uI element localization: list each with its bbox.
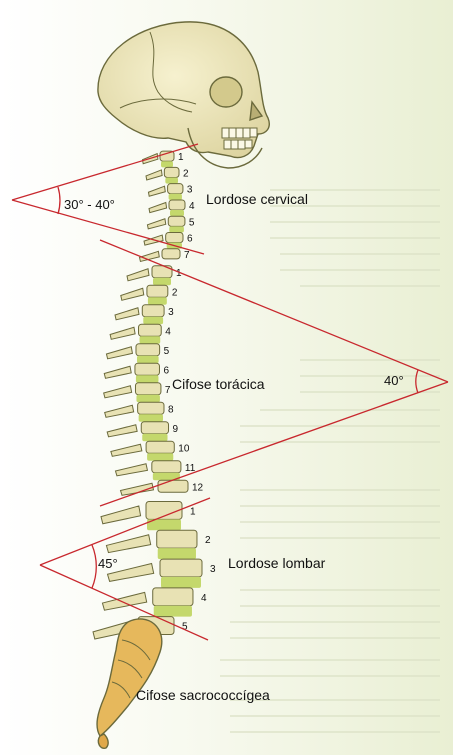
lumbar-vertebral-body-3 [160, 559, 202, 577]
thoracic-disc-8 [139, 414, 163, 421]
thoracic-vertebral-body-12 [158, 480, 188, 492]
thoracic-vertebra-number: 8 [168, 404, 174, 415]
cervical-vertebra-number: 4 [189, 201, 195, 212]
lumbar-region-label: Lordose lombar [228, 555, 326, 571]
thoracic-vertebral-body-4 [139, 324, 162, 336]
orbit [210, 77, 242, 107]
lumbar-disc-2 [158, 548, 196, 559]
thoracic-angle-label: 40° [384, 373, 404, 388]
thoracic-vertebral-body-9 [141, 422, 168, 434]
thoracic-vertebra-number: 4 [165, 326, 171, 337]
lumbar-vertebral-body-4 [153, 588, 193, 606]
thoracic-disc-10 [147, 453, 173, 460]
lumbar-vertebral-body-2 [157, 530, 197, 548]
cervical-vertebral-body-1 [160, 151, 174, 161]
thoracic-vertebral-body-5 [136, 344, 160, 356]
thoracic-disc-6 [136, 375, 159, 382]
cervical-vertebral-body-5 [168, 216, 185, 226]
cervical-vertebral-body-7 [162, 249, 180, 259]
thoracic-region-label: Cifose torácica [172, 376, 265, 392]
thoracic-vertebral-body-3 [142, 305, 164, 317]
cervical-vertebral-body-4 [169, 200, 185, 210]
thoracic-vertebra-number: 5 [164, 346, 170, 357]
cervical-vertebra-number: 2 [183, 168, 189, 179]
cervical-disc-2 [165, 177, 178, 183]
thoracic-vertebral-body-7 [135, 383, 160, 395]
cervical-vertebra-number: 6 [187, 234, 193, 245]
thoracic-vertebral-body-2 [147, 285, 168, 297]
cervical-vertebral-body-6 [166, 233, 183, 243]
lumbar-vertebra-number: 2 [205, 535, 211, 546]
lumbar-angle-label: 45° [98, 556, 118, 571]
thoracic-vertebra-number: 2 [172, 287, 178, 298]
lumbar-vertebra-number: 1 [190, 506, 196, 517]
thoracic-vertebra-number: 10 [178, 443, 190, 454]
lumbar-disc-3 [161, 577, 201, 588]
thoracic-disc-4 [140, 336, 161, 343]
sacral-region-label: Cifose sacrococcígea [136, 687, 270, 703]
cervical-vertebral-body-3 [168, 184, 183, 194]
cervical-region-label: Lordose cervical [206, 191, 308, 207]
lumbar-disc-4 [154, 606, 192, 617]
thoracic-vertebra-number: 3 [168, 307, 174, 318]
thoracic-disc-9 [142, 434, 167, 441]
thoracic-vertebra-number: 12 [192, 482, 204, 493]
lumbar-vertebra-number: 3 [210, 564, 216, 575]
thoracic-vertebra-number: 9 [173, 424, 179, 435]
thoracic-disc-7 [136, 395, 159, 402]
thoracic-disc-5 [137, 356, 159, 363]
cervical-vertebra-number: 1 [178, 152, 184, 163]
cervical-disc-1 [161, 161, 173, 167]
thoracic-disc-1 [153, 278, 171, 285]
thoracic-vertebral-body-8 [138, 402, 164, 414]
lumbar-vertebra-number: 4 [201, 593, 207, 604]
cervical-disc-3 [169, 194, 182, 200]
cervical-disc-5 [169, 226, 184, 232]
cervical-vertebra-number: 7 [184, 250, 190, 261]
thoracic-vertebral-body-10 [146, 441, 174, 453]
cervical-disc-4 [170, 210, 184, 216]
thoracic-vertebral-body-11 [152, 461, 181, 473]
cervical-vertebral-body-2 [164, 167, 179, 177]
cervical-vertebra-number: 5 [189, 217, 195, 228]
thoracic-disc-3 [143, 317, 163, 324]
thoracic-vertebra-number: 7 [165, 385, 171, 396]
cervical-vertebra-number: 3 [187, 185, 193, 196]
cervical-angle-label: 30° - 40° [64, 197, 115, 212]
thoracic-disc-2 [148, 297, 167, 304]
thoracic-vertebral-body-6 [135, 363, 160, 375]
thoracic-vertebra-number: 6 [163, 365, 169, 376]
